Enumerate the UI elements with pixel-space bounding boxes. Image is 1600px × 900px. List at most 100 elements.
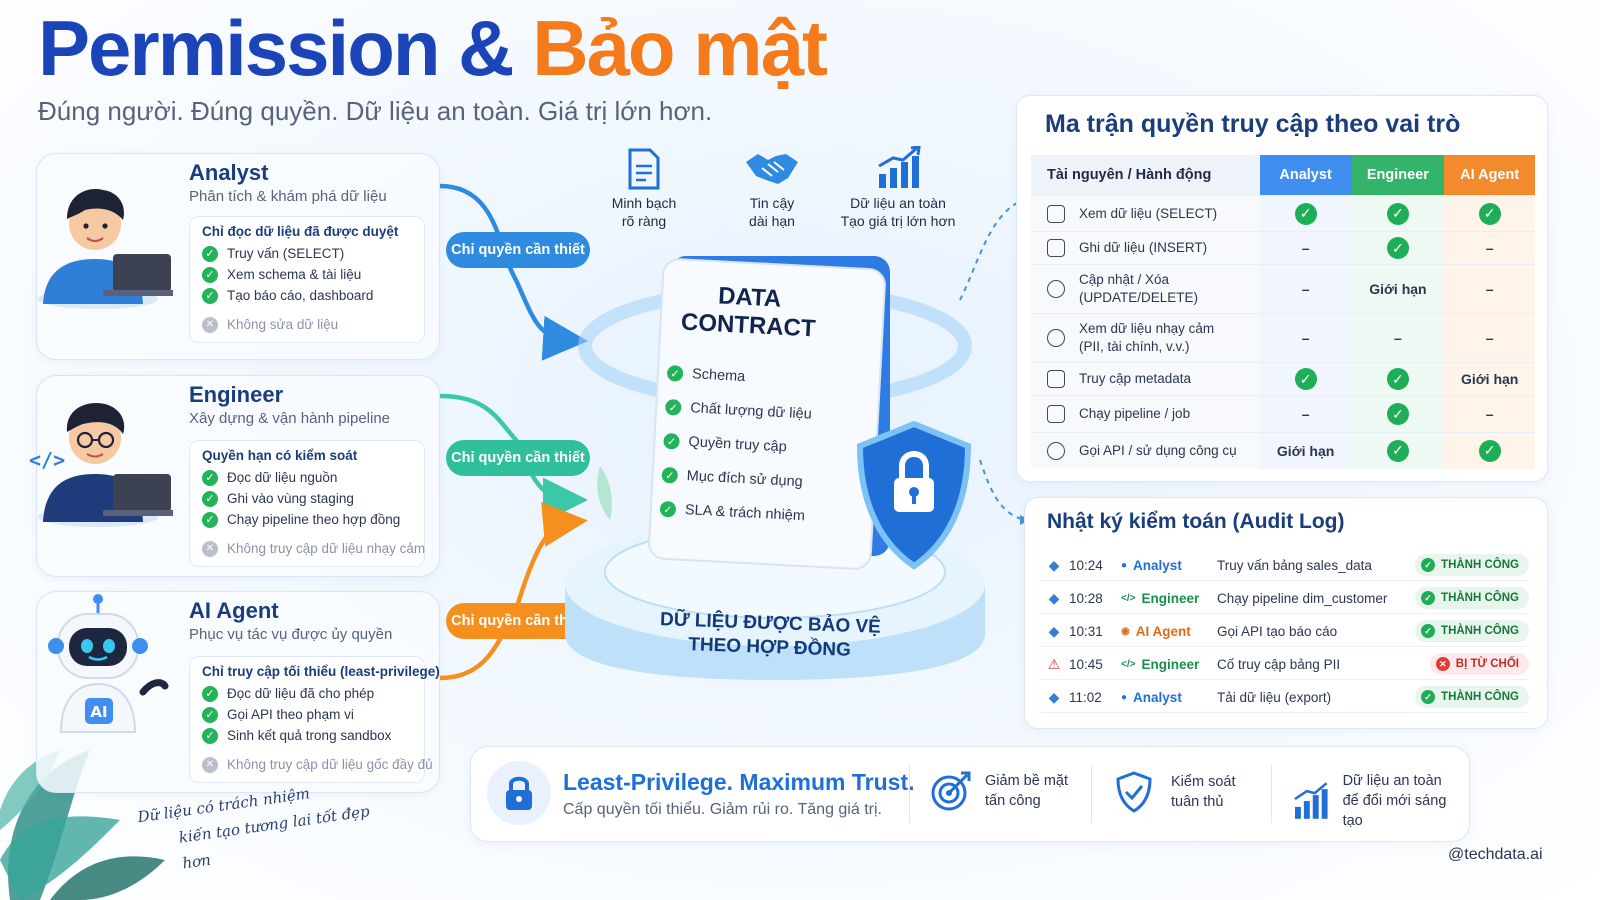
allowed-item: ✓Gọi API theo phạm vi: [202, 704, 412, 725]
document-icon: [628, 148, 660, 190]
check-icon: ✓: [1386, 439, 1409, 462]
audit-time: 10:31: [1069, 623, 1103, 639]
analyst-avatar-icon: [38, 189, 173, 309]
data-contract-illustration: [565, 256, 985, 680]
x-icon: ✕: [1435, 657, 1450, 671]
allowed-item: ✓Đọc dữ liệu nguồn: [202, 467, 412, 488]
matrix-cell-engineer: Giới hạn: [1351, 264, 1445, 314]
feature-label: tuân thủ: [1171, 794, 1224, 810]
divider: [909, 765, 910, 823]
matrix-cell-analyst: –: [1259, 231, 1352, 265]
refresh-icon: [1047, 280, 1065, 298]
matrix-cell-analyst: ✓: [1259, 362, 1352, 396]
check-icon: ✓: [202, 287, 218, 304]
check-icon: ✓: [202, 266, 218, 283]
top-feature-transparency: Minh bạch rõ ràng: [594, 148, 694, 230]
feature-label: Dữ liệu an toàn: [1342, 773, 1442, 789]
status-badge: ✓THÀNH CÔNG: [1415, 587, 1529, 609]
column-header-engineer: Engineer: [1351, 155, 1445, 196]
allowed-item: ✓Chạy pipeline theo hợp đồng: [202, 509, 412, 530]
list-icon: [1047, 370, 1065, 388]
matrix-cell-engineer: ✓: [1351, 432, 1445, 469]
event-icon: ◆: [1048, 556, 1060, 573]
check-icon: ✓: [1478, 439, 1501, 462]
page-title: Permission & Bảo mật: [38, 4, 828, 92]
arrow-engineer: [439, 393, 588, 523]
user-icon: ●: [1121, 559, 1128, 571]
top-feature-label: Minh bạch: [611, 195, 677, 211]
audit-title: Nhật ký kiểm toán (Audit Log): [1047, 510, 1345, 533]
allowed-item: ✓Xem schema & tài liệu: [202, 264, 412, 285]
matrix-cell-engineer: ✓: [1351, 195, 1445, 232]
matrix-cell-engineer: ✓: [1351, 362, 1445, 396]
audit-time: 10:24: [1069, 557, 1103, 573]
permission-box-title: Chỉ truy cập tối thiểu (least-privilege): [202, 664, 440, 679]
check-icon: ✓: [1421, 558, 1436, 572]
matrix-resource-cell: Cập nhật / Xóa(UPDATE/DELETE): [1031, 264, 1260, 314]
matrix-body: Xem dữ liệu (SELECT)✓✓✓Ghi dữ liệu (INSE…: [1031, 195, 1535, 469]
bottom-summary-bar: Least-Privilege. Maximum Trust. Cấp quyề…: [470, 746, 1470, 842]
top-feature-trust: Tin cậy dài hạn: [722, 148, 822, 230]
grid-icon: [1047, 204, 1065, 223]
role-description: Phân tích & khám phá dữ liệu: [189, 188, 387, 205]
contract-items: ✓Schema ✓Chất lượng dữ liệu ✓Quyền truy …: [659, 356, 858, 536]
check-icon: ✓: [1294, 368, 1317, 390]
audit-actor: ●Analyst: [1121, 557, 1182, 573]
check-icon: ✓: [1478, 202, 1501, 225]
matrix-cell-analyst: ✓: [1259, 195, 1352, 232]
shield-check-icon: [1116, 771, 1152, 813]
status-badge: ✓THÀNH CÔNG: [1415, 686, 1529, 708]
contract-base-text: DỮ LIỆU ĐƯỢC BẢO VỆ THEO HỢP ĐỒNG: [659, 609, 882, 661]
audit-actor: </>Engineer: [1121, 590, 1200, 606]
matrix-cell-agent: Giới hạn: [1444, 362, 1535, 396]
matrix-cell-agent: ✓: [1444, 432, 1535, 469]
event-icon: ◆: [1048, 589, 1060, 606]
allowed-item: ✓Đọc dữ liệu đã cho phép: [202, 683, 412, 704]
check-icon: ✓: [1421, 591, 1436, 605]
permission-box: Chỉ đọc dữ liệu đã được duyệt ✓Truy vấn …: [189, 216, 425, 343]
role-card-engineer: </> Engineer Xây dựng & vận hành pipelin…: [29, 375, 440, 577]
denied-item: ✕Không truy cập dữ liệu gốc đầy đủ: [202, 754, 433, 775]
matrix-cell-agent: –: [1444, 231, 1535, 265]
lock-badge: [487, 761, 551, 825]
matrix-cell-analyst: –: [1259, 313, 1352, 363]
code-icon: </>: [1121, 658, 1136, 670]
engineer-avatar-icon: </>: [29, 402, 173, 527]
column-header-ai-agent: AI Agent: [1444, 155, 1535, 196]
audit-actor: ◉AI Agent: [1121, 623, 1191, 639]
audit-action: Cố truy cập bảng PII: [1217, 656, 1341, 672]
robot-avatar-icon: AI: [48, 594, 169, 733]
matrix-row: Xem dữ liệu (SELECT)✓✓✓: [1031, 195, 1535, 232]
code-icon: </>: [1121, 592, 1136, 604]
user-icon: ●: [1121, 691, 1128, 703]
role-description: Xây dựng & vận hành pipeline: [189, 410, 391, 427]
feature-label: Giảm bề mặt: [985, 773, 1068, 789]
check-icon: ✓: [661, 466, 679, 484]
allowed-item: ✓Sinh kết quả trong sandbox: [202, 725, 412, 746]
role-name: AI Agent: [189, 598, 279, 623]
check-icon: ✓: [666, 364, 684, 382]
check-icon: ✓: [659, 500, 677, 518]
target-icon: [931, 771, 971, 811]
role-name: Engineer: [189, 382, 284, 407]
divider: [1271, 765, 1272, 823]
matrix-resource-cell: Chạy pipeline / job: [1031, 395, 1260, 433]
svg-text:</>: </>: [29, 448, 65, 472]
check-icon: ✓: [663, 432, 680, 450]
check-icon: ✓: [1421, 690, 1436, 704]
x-icon: ✕: [202, 756, 218, 773]
check-icon: ✓: [1386, 368, 1409, 390]
check-icon: ✓: [1386, 237, 1409, 259]
x-icon: ✕: [202, 540, 218, 557]
check-icon: ✓: [1421, 624, 1436, 638]
title-part-security: Bảo mật: [532, 4, 828, 92]
shield-icon: [1047, 329, 1065, 347]
check-icon: ✓: [1386, 403, 1409, 425]
top-feature-label: rõ ràng: [621, 213, 667, 229]
